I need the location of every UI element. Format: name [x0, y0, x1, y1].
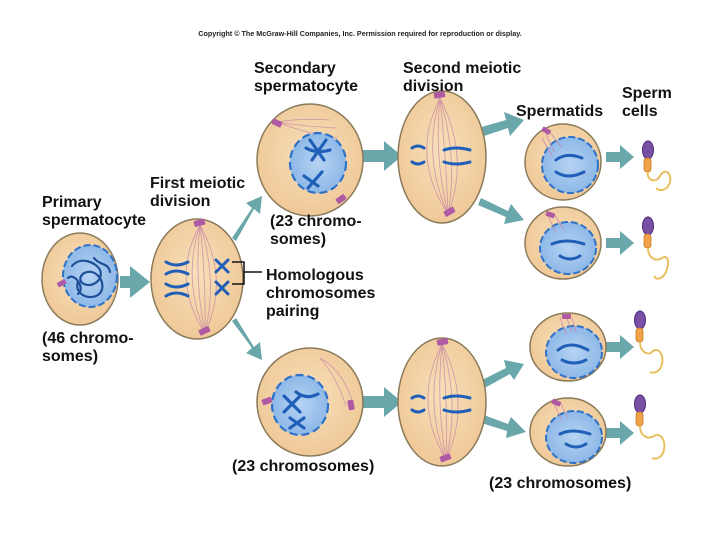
label-secondary-line-2: spermatocyte	[254, 78, 359, 95]
secondary-spermatocyte-bottom-cell	[256, 347, 364, 457]
label-first-division-line-2: division	[150, 193, 211, 210]
arrow-spermatid-4-to-sperm	[606, 421, 634, 445]
arrow-second-bottom-to-spermatid-4	[478, 414, 526, 438]
homologous-bracket	[232, 261, 262, 285]
arrow-secondary-to-second-top	[362, 141, 402, 171]
second-meiotic-division-bottom-cell	[397, 337, 487, 467]
spermatid-4	[529, 397, 607, 467]
label-secondary-spermatocyte: Secondary spermatocyte	[254, 60, 358, 96]
label-secondary-top-count-line-2: somes)	[270, 231, 327, 248]
spermatid-3	[529, 312, 607, 382]
label-homologous-line-3: pairing	[266, 303, 320, 320]
label-homologous-pairing: Homologous chromosomes pairing	[266, 267, 375, 321]
second-meiotic-division-top-cell	[397, 90, 487, 224]
sperm-cell-1	[642, 140, 672, 191]
label-secondary-bottom-count: (23 chromosomes)	[232, 458, 375, 475]
label-second-division-line-1: Second meiotic	[403, 60, 522, 77]
label-sperm-cells-line-2: cells	[622, 103, 658, 120]
label-primary-count: (46 chromo- somes)	[42, 330, 134, 366]
arrow-division-to-secondary-bottom	[232, 318, 262, 360]
arrow-second-top-to-spermatid-2	[478, 198, 524, 224]
sperm-cell-4	[634, 394, 666, 460]
label-primary-count-line-1: (46 chromo-	[42, 330, 134, 347]
label-primary-line-1: Primary	[42, 194, 102, 211]
spermatid-1	[524, 123, 602, 201]
arrow-secondary-to-second-bottom	[362, 387, 402, 417]
secondary-spermatocyte-top-cell	[256, 103, 364, 217]
arrow-spermatid-1-to-sperm	[606, 145, 634, 169]
sperm-cell-2	[642, 216, 670, 280]
label-sperm-cells: Sperm cells	[622, 85, 672, 121]
arrow-second-top-to-spermatid-1	[478, 112, 524, 137]
label-primary-line-2: spermatocyte	[42, 212, 147, 229]
arrow-second-bottom-to-spermatid-3	[478, 360, 524, 390]
label-secondary-top-count-line-1: (23 chromo-	[270, 213, 362, 230]
arrows	[120, 112, 634, 445]
arrow-division-to-secondary-top	[232, 196, 262, 241]
copyright-notice: Copyright © The McGraw-Hill Companies, I…	[198, 29, 522, 38]
sperm-cell-3	[634, 310, 664, 374]
first-meiotic-division-cell	[150, 218, 244, 340]
arrow-spermatid-2-to-sperm	[606, 231, 634, 255]
tangled-chromosomes	[66, 256, 112, 299]
label-homologous-line-1: Homologous	[266, 267, 364, 284]
spermatid-2	[524, 206, 602, 280]
label-primary-count-line-2: somes)	[42, 348, 99, 365]
label-first-division-line-1: First meiotic	[150, 175, 246, 192]
primary-spermatocyte-cell	[41, 232, 119, 326]
label-second-division-line-2: division	[403, 78, 464, 95]
arrow-primary-to-division	[120, 266, 150, 298]
label-sperm-cells-line-1: Sperm	[622, 85, 672, 102]
label-spermatids: Spermatids	[516, 103, 604, 120]
label-secondary-top-count: (23 chromo- somes)	[270, 213, 362, 249]
label-first-meiotic-division: First meiotic division	[150, 175, 245, 211]
label-second-meiotic-division: Second meiotic division	[403, 60, 521, 96]
label-homologous-line-2: chromosomes	[266, 285, 376, 302]
label-secondary-line-1: Secondary	[254, 60, 336, 77]
arrow-spermatid-3-to-sperm	[606, 335, 634, 359]
label-primary-spermatocyte: Primary spermatocyte	[42, 194, 146, 230]
label-final-count: (23 chromosomes)	[489, 475, 632, 492]
